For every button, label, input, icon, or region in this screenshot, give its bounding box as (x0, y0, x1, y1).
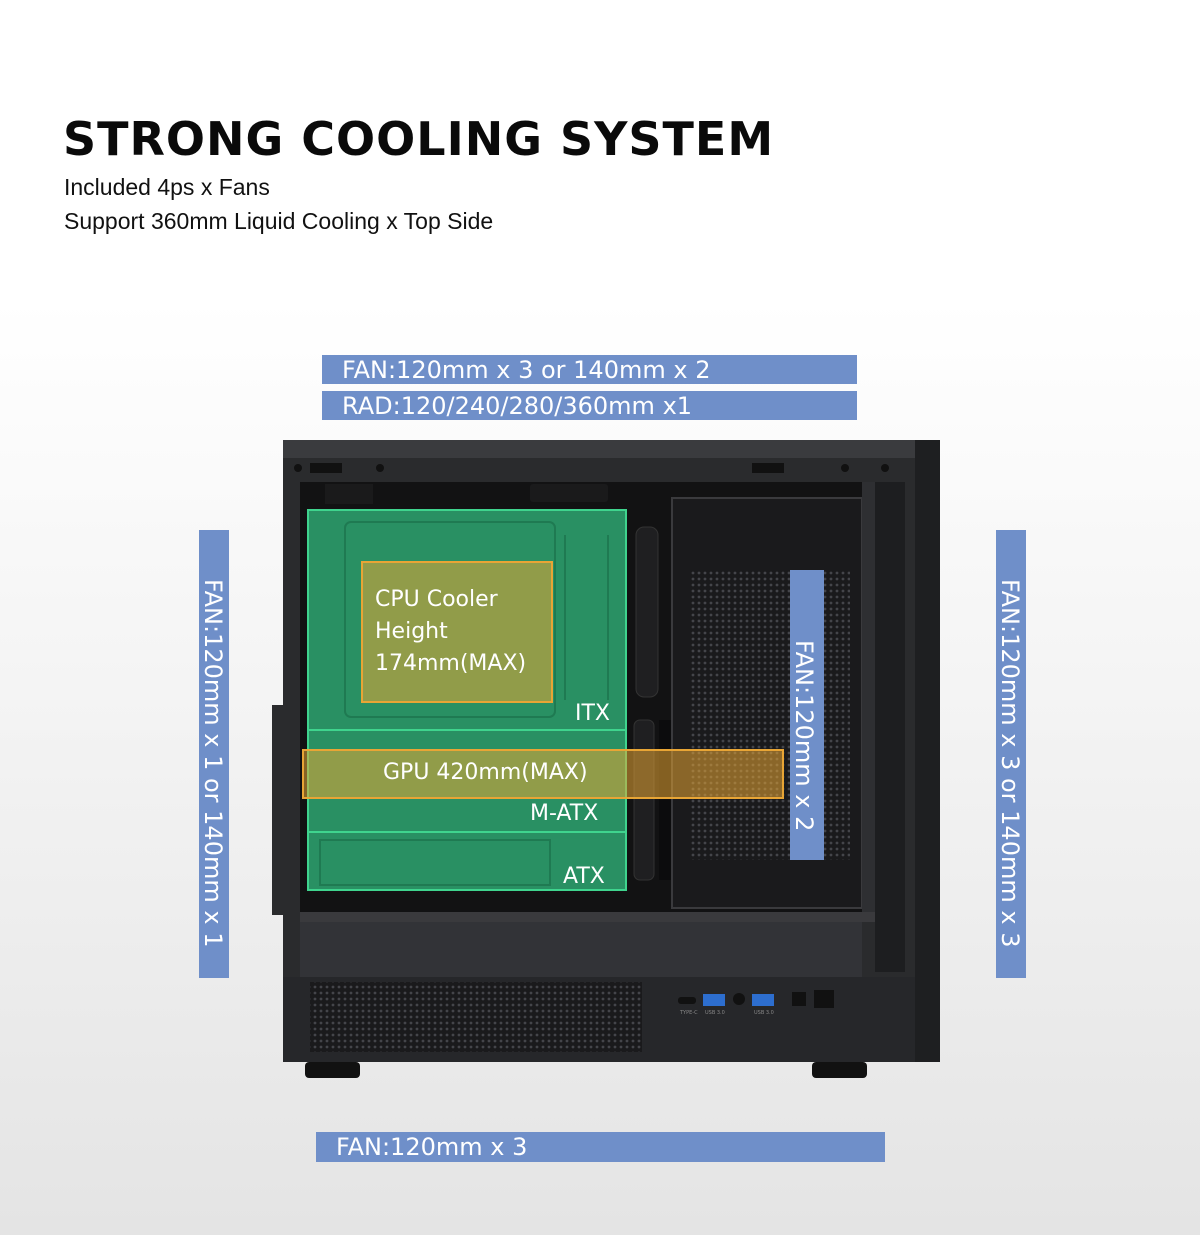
page-title: STRONG COOLING SYSTEM (63, 112, 775, 166)
bottom-mesh (310, 982, 642, 1052)
cable-slot-mid (633, 719, 655, 881)
power-button (814, 990, 834, 1008)
typec-port-label: TYPE-C (679, 1010, 698, 1016)
case-top-panel (283, 440, 940, 460)
case-left-bracket (272, 705, 284, 915)
usb-a-port-2 (752, 994, 774, 1006)
psu-cover (300, 922, 862, 977)
inner-fan-label: FAN:120mm x 2 (790, 570, 824, 860)
atx-label: ATX (563, 864, 605, 889)
case-front-edge (915, 440, 940, 1062)
subtitle-fans: Included 4ps x Fans (64, 174, 270, 200)
cpu-cooler-zone (361, 561, 553, 703)
itx-label: ITX (575, 701, 610, 726)
top-fan-label: FAN:120mm x 3 or 140mm x 2 (322, 355, 857, 384)
board-details (319, 521, 609, 886)
case-foot-left (305, 1062, 360, 1078)
usb-a-port-1 (703, 994, 725, 1006)
io-panel: TYPE-C USB 3.0 USB 3.0 (678, 990, 834, 1016)
audio-jack (733, 993, 745, 1005)
usb-port-label-2: USB 3.0 (754, 1010, 774, 1016)
cpu-label-line1: CPU Cooler (375, 587, 498, 612)
front-rail (862, 482, 875, 912)
reset-button (792, 992, 806, 1006)
bottom-fan-label: FAN:120mm x 3 (316, 1132, 885, 1162)
matx-label: M-ATX (530, 801, 599, 826)
top-rad-label: RAD:120/240/280/360mm x1 (322, 391, 857, 420)
cpu-cooler-label: CPU Cooler Height 174mm(MAX) (375, 584, 526, 680)
psu-divider (300, 912, 875, 922)
gpu-zone (302, 749, 784, 799)
right-fan-label: FAN:120mm x 3 or 140mm x 3 (996, 530, 1026, 978)
cpu-label-line2: Height (375, 619, 448, 644)
subtitle-liquid-cooling: Support 360mm Liquid Cooling x Top Side (64, 208, 494, 234)
usb-port-label-1: USB 3.0 (705, 1010, 725, 1016)
left-fan-label: FAN:120mm x 1 or 140mm x 1 (199, 530, 229, 978)
front-glass-edge (875, 482, 905, 972)
cable-slot-strip (659, 720, 671, 880)
gpu-label: GPU 420mm(MAX) (383, 760, 588, 785)
case-foot-right (812, 1062, 867, 1078)
mesh-panel (690, 570, 850, 860)
typec-port (678, 997, 696, 1004)
cable-slot-top (635, 526, 659, 698)
top-screws (294, 463, 889, 504)
cpu-label-line3: 174mm(MAX) (375, 651, 527, 676)
